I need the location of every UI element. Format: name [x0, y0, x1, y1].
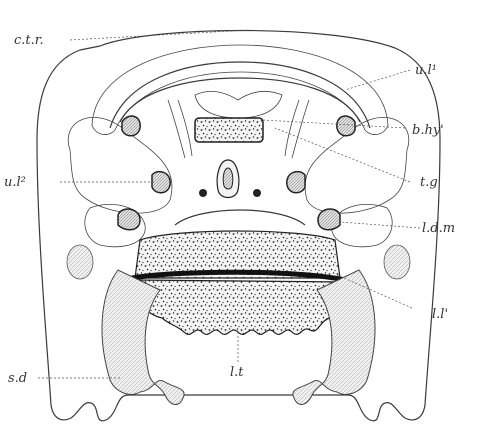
cartilage-ul2-right — [287, 172, 305, 193]
label-ul2: u.l² — [4, 175, 26, 190]
outer-body-outline — [37, 31, 440, 421]
lateral-blob-right — [384, 245, 410, 279]
label-ctr: c.t.r. — [14, 33, 44, 48]
central-tube-core — [223, 168, 233, 189]
label-bhy: b.hy' — [412, 123, 444, 138]
cartilage-ul2-left — [152, 172, 170, 193]
dot-left — [199, 189, 207, 197]
dot-right — [253, 189, 261, 197]
leader-ctr — [70, 30, 250, 40]
lower-lip-lower — [135, 280, 346, 334]
hyoid-outline — [195, 91, 282, 118]
cartilage-ldm-right — [318, 209, 340, 230]
label-sd: s.d — [8, 371, 27, 386]
cartilage-ul1-left — [122, 116, 140, 136]
label-ll: l.l' — [432, 307, 448, 322]
hyoid-strut-right — [285, 100, 309, 158]
label-ul1: u.l¹ — [415, 63, 437, 78]
basihyal — [195, 118, 263, 142]
upper-lateral-lobe-right — [305, 117, 409, 213]
lateral-blob-left — [67, 245, 93, 279]
label-ldm: l.d.m — [422, 221, 455, 236]
lower-dome — [175, 210, 305, 225]
cartilage-ul1-right — [337, 116, 355, 136]
leader-bhy — [263, 120, 405, 128]
leader-ldm — [340, 222, 420, 228]
upper-lateral-lobe-left — [68, 117, 172, 213]
label-lt: l.t — [230, 365, 244, 380]
cartilage-ldm-left — [118, 209, 140, 230]
dorsal-arch-inner — [120, 78, 360, 122]
hyoid-strut-left — [168, 100, 192, 158]
label-tg: t.g — [420, 175, 438, 190]
